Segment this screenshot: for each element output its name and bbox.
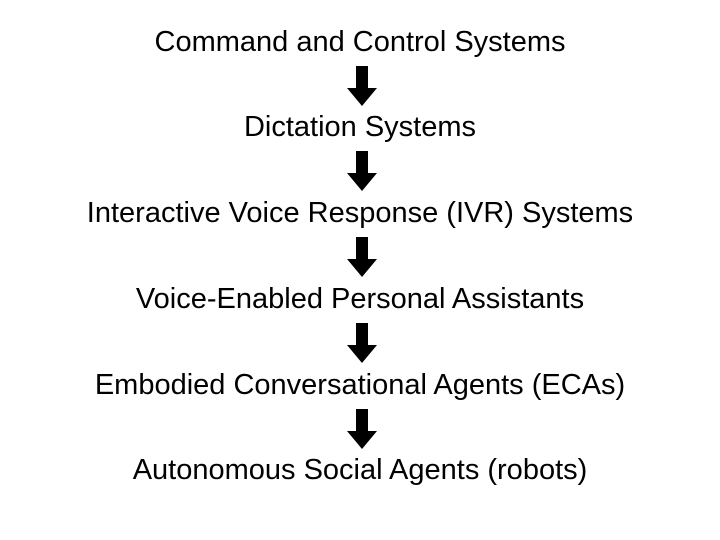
arrow-down-icon xyxy=(347,151,377,191)
step-dictation: Dictation Systems xyxy=(243,111,477,143)
step-command-and-control: Command and Control Systems xyxy=(154,26,566,58)
step-personal-assistants: Voice-Enabled Personal Assistants xyxy=(135,283,585,315)
arrow-down-icon xyxy=(347,323,377,363)
arrow-down-icon xyxy=(347,66,377,106)
arrow-down-icon xyxy=(347,237,377,277)
step-autonomous-social-agents: Autonomous Social Agents (robots) xyxy=(132,454,588,486)
step-ivr: Interactive Voice Response (IVR) Systems xyxy=(86,197,634,229)
step-embodied-agents: Embodied Conversational Agents (ECAs) xyxy=(94,369,626,401)
arrow-down-icon xyxy=(347,409,377,449)
